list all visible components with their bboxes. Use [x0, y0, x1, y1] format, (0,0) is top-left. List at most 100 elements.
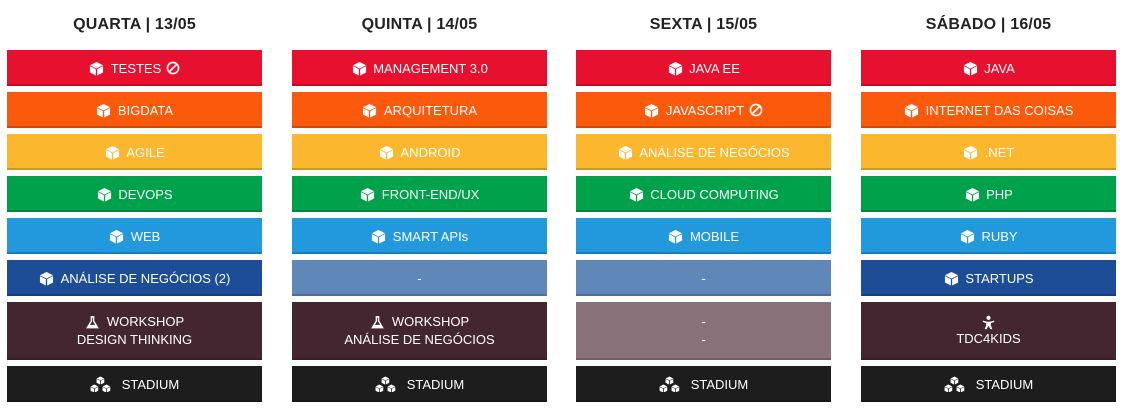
track-java-ee[interactable]: JAVA EE [576, 50, 831, 86]
day-column-sexta: SEXTA | 15/05 JAVA EE JAVASCRIPT ANÁLISE… [576, 0, 831, 408]
cube-icon [644, 102, 660, 118]
cube-icon [959, 228, 975, 244]
track-java[interactable]: JAVA [861, 50, 1116, 86]
cube-icon [904, 102, 920, 118]
track-dotnet[interactable]: .NET [861, 134, 1116, 170]
cube-icon [351, 60, 367, 76]
cube-icon [964, 186, 980, 202]
track-label: STADIUM [690, 376, 749, 392]
track-label: ANDROID [400, 144, 461, 160]
track-bigdata[interactable]: BIGDATA [7, 92, 262, 128]
cubes-stack-icon [659, 376, 685, 392]
track-analise-negocios-2[interactable]: ANÁLISE DE NEGÓCIOS (2) [7, 260, 262, 296]
cube-icon [360, 186, 376, 202]
track-label-line2: - [701, 332, 706, 347]
track-label: - [701, 270, 706, 286]
day-column-sabado: SÁBADO | 16/05 JAVA INTERNET DAS COISAS … [861, 0, 1116, 408]
day-column-quinta: QUINTA | 14/05 MANAGEMENT 3.0 ARQUITETUR… [292, 0, 547, 408]
track-label: .NET [984, 144, 1015, 160]
day-header: SEXTA | 15/05 [649, 16, 758, 33]
track-ruby[interactable]: RUBY [861, 218, 1116, 254]
cube-icon [667, 60, 683, 76]
track-label: BIGDATA [117, 102, 174, 118]
track-stadium[interactable]: STADIUM [576, 366, 831, 402]
ban-icon [166, 61, 180, 75]
track-label: INTERNET DAS COISAS [925, 102, 1074, 118]
track-label-line1: WORKSHOP [106, 314, 185, 329]
day-column-quarta: QUARTA | 13/05 TESTES BIGDATA AGILE DEVO… [7, 0, 262, 408]
track-empty: - [576, 260, 831, 296]
cube-icon [963, 144, 979, 160]
track-label: STADIUM [975, 376, 1034, 392]
track-web[interactable]: WEB [7, 218, 262, 254]
track-internet-das-coisas[interactable]: INTERNET DAS COISAS [861, 92, 1116, 128]
track-label-line2: ANÁLISE DE NEGÓCIOS [344, 332, 495, 347]
cube-icon [668, 228, 684, 244]
track-label: JAVASCRIPT [665, 102, 745, 118]
flask-icon [85, 314, 101, 330]
track-android[interactable]: ANDROID [292, 134, 547, 170]
cubes-stack-icon [90, 376, 116, 392]
track-label: TDC4KIDS [956, 331, 1021, 346]
track-php[interactable]: PHP [861, 176, 1116, 212]
track-stadium[interactable]: STADIUM [7, 366, 262, 402]
track-label: PHP [986, 186, 1013, 202]
cube-icon [104, 144, 120, 160]
track-empty-workshop: - - [576, 302, 831, 360]
track-label: MANAGEMENT 3.0 [373, 60, 488, 76]
cube-icon [371, 228, 387, 244]
track-label: ANÁLISE DE NEGÓCIOS (2) [60, 270, 231, 286]
track-agile[interactable]: AGILE [7, 134, 262, 170]
track-workshop-analise-negocios[interactable]: WORKSHOP ANÁLISE DE NEGÓCIOS [292, 302, 547, 360]
track-front-end-ux[interactable]: FRONT-END/UX [292, 176, 547, 212]
track-empty: - [292, 260, 547, 296]
track-label: JAVA [984, 60, 1015, 76]
track-label: ANÁLISE DE NEGÓCIOS [639, 144, 790, 160]
track-cloud-computing[interactable]: CLOUD COMPUTING [576, 176, 831, 212]
track-arquitetura[interactable]: ARQUITETURA [292, 92, 547, 128]
track-label: - [417, 270, 422, 286]
cube-icon [962, 60, 978, 76]
flask-icon [370, 314, 386, 330]
track-javascript[interactable]: JAVASCRIPT [576, 92, 831, 128]
track-stadium[interactable]: STADIUM [292, 366, 547, 402]
cube-icon [89, 60, 105, 76]
track-tdc4kids[interactable]: TDC4KIDS [861, 302, 1116, 360]
cube-icon [39, 270, 55, 286]
track-label-line1: WORKSHOP [391, 314, 470, 329]
track-management-3-0[interactable]: MANAGEMENT 3.0 [292, 50, 547, 86]
track-testes[interactable]: TESTES [7, 50, 262, 86]
track-label: MOBILE [689, 228, 740, 244]
cube-icon [943, 270, 959, 286]
day-header: QUINTA | 14/05 [361, 16, 478, 33]
cubes-stack-icon [375, 376, 401, 392]
cube-icon [379, 144, 395, 160]
track-workshop-design-thinking[interactable]: WORKSHOP DESIGN THINKING [7, 302, 262, 360]
track-label: FRONT-END/UX [381, 186, 480, 202]
track-smart-apis[interactable]: SMART APIs [292, 218, 547, 254]
track-mobile[interactable]: MOBILE [576, 218, 831, 254]
cube-icon [362, 102, 378, 118]
track-label: STADIUM [121, 376, 180, 392]
track-analise-negocios[interactable]: ANÁLISE DE NEGÓCIOS [576, 134, 831, 170]
cube-icon [109, 228, 125, 244]
cube-icon [96, 186, 112, 202]
day-header: SÁBADO | 16/05 [925, 16, 1052, 33]
cube-icon [617, 144, 633, 160]
track-label: AGILE [126, 144, 165, 160]
track-startups[interactable]: STARTUPS [861, 260, 1116, 296]
track-label: STADIUM [406, 376, 465, 392]
track-label: RUBY [981, 228, 1018, 244]
track-label: CLOUD COMPUTING [650, 186, 779, 202]
track-label: ARQUITETURA [383, 102, 478, 118]
track-label: TESTES [110, 60, 162, 76]
cube-icon [628, 186, 644, 202]
track-label: STARTUPS [965, 270, 1034, 286]
kid-icon [981, 314, 997, 330]
track-label: SMART APIs [392, 228, 469, 244]
track-label: WEB [130, 228, 161, 244]
track-stadium[interactable]: STADIUM [861, 366, 1116, 402]
track-devops[interactable]: DEVOPS [7, 176, 262, 212]
cubes-stack-icon [944, 376, 970, 392]
